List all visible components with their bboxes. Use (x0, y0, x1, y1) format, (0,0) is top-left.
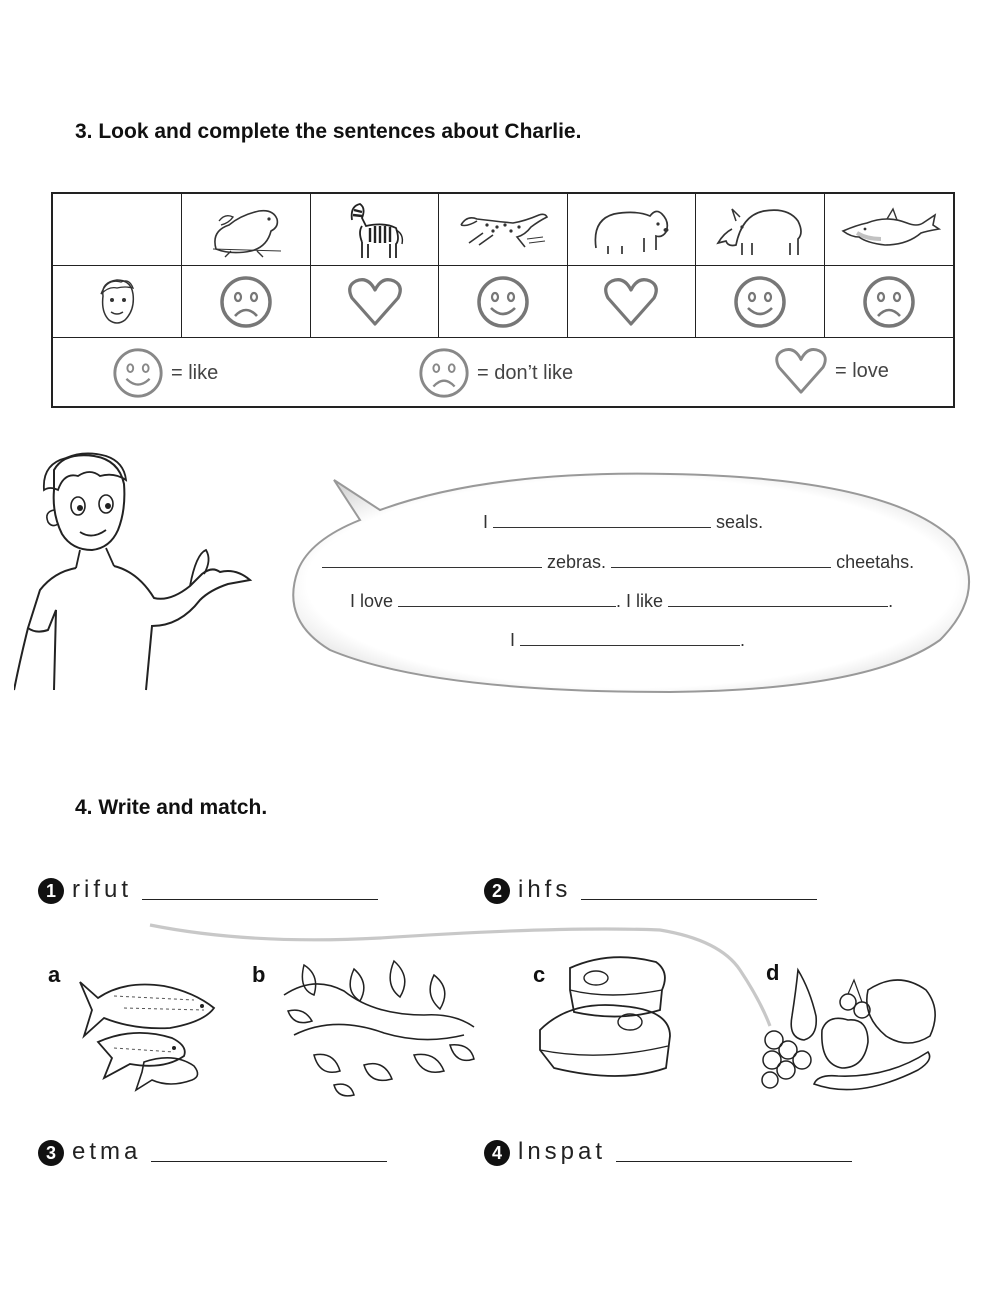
charlie-cell (53, 266, 183, 337)
number-badge: 3 (38, 1140, 64, 1166)
fish-picture[interactable] (74, 972, 234, 1092)
zebra-icon (350, 202, 403, 258)
picture-letter-c: c (533, 962, 546, 987)
word-3: 3 etma (38, 1138, 388, 1166)
section-3-heading: 3. Look and complete the sentences about… (75, 120, 582, 143)
number-badge: 2 (484, 878, 510, 904)
heart-icon (347, 277, 402, 326)
line1-end: seals. (716, 512, 764, 532)
bear-icon (595, 210, 669, 254)
answer-line-2[interactable] (581, 879, 818, 900)
heart-icon (604, 277, 659, 326)
legend-dont-like: = don’t like (417, 346, 573, 400)
rhino-icon (716, 207, 802, 255)
scrambled-word: lnspat (518, 1138, 607, 1165)
bubble-line-4: I . (510, 630, 745, 651)
seal-rating (182, 266, 311, 337)
dolphin-rating (825, 266, 953, 337)
bear-cell (568, 194, 697, 265)
scrambled-word: ihfs (518, 876, 572, 903)
answer-line-4[interactable] (616, 1141, 853, 1162)
line3-start: I love (350, 591, 394, 611)
bear-rating (568, 266, 697, 337)
smile-face-icon (734, 275, 786, 328)
sad-face-icon (419, 348, 469, 398)
answer-blank-3[interactable] (611, 553, 832, 568)
answer-blank-2[interactable] (322, 553, 542, 568)
meat-picture[interactable] (530, 950, 690, 1090)
legend-love-label: = love (835, 359, 889, 382)
animals-row (53, 194, 953, 266)
word-4: 4 lnspat (484, 1138, 853, 1166)
answer-blank-1[interactable] (493, 513, 712, 528)
dolphin-cell (825, 194, 953, 265)
heart-icon (775, 348, 827, 394)
seal-icon (213, 209, 282, 257)
charlie-row (53, 266, 953, 338)
scrambled-word: rifut (72, 876, 133, 903)
answer-line-1[interactable] (142, 879, 379, 900)
seal-cell (182, 194, 311, 265)
answer-line-3[interactable] (151, 1141, 388, 1162)
word-2: 2 ihfs (484, 876, 818, 904)
scrambled-word: etma (72, 1138, 142, 1165)
smile-face-icon (477, 275, 529, 328)
legend-love: = love (773, 346, 889, 396)
line3-mid: . I like (616, 591, 664, 611)
cheetah-cell (439, 194, 568, 265)
picture-letter-b: b (252, 962, 266, 987)
legend-like-label: = like (171, 361, 219, 384)
sad-face-icon (220, 275, 272, 328)
plants-picture[interactable] (274, 955, 484, 1100)
word-1: 1 rifut (38, 876, 379, 904)
answer-blank-5[interactable] (668, 592, 889, 607)
zebra-rating (311, 266, 440, 337)
answer-blank-4[interactable] (398, 592, 617, 607)
cheetah-rating (439, 266, 568, 337)
line2-mid: zebras. (547, 552, 607, 572)
line2-end: cheetahs. (836, 552, 915, 572)
sad-face-icon (863, 275, 915, 328)
line3-end: . (888, 591, 894, 611)
bubble-line-2: zebras. cheetahs. (322, 552, 914, 573)
bubble-line-1: I seals. (483, 512, 763, 533)
rhino-rating (696, 266, 825, 337)
picture-letter-a: a (48, 962, 61, 987)
section-4-heading: 4. Write and match. (75, 796, 268, 819)
line4-start: I (510, 630, 516, 650)
smile-face-icon (113, 348, 163, 398)
line1-start: I (483, 512, 489, 532)
dolphin-icon (841, 206, 941, 246)
number-badge: 4 (484, 1140, 510, 1166)
answer-blank-6[interactable] (520, 631, 741, 646)
rhino-cell (696, 194, 825, 265)
legend-like: = like (111, 346, 218, 400)
line4-end: . (740, 630, 746, 650)
bubble-line-3: I love . I like . (350, 591, 893, 612)
fruit-picture[interactable] (758, 960, 948, 1110)
boy-face-icon (100, 278, 135, 324)
cheetah-icon (460, 213, 549, 247)
legend-dont-like-label: = don’t like (477, 361, 574, 384)
empty-cell (53, 194, 183, 265)
boy-illustration (14, 452, 253, 691)
picture-letter-d: d (766, 960, 780, 985)
zebra-cell (311, 194, 440, 265)
number-badge: 1 (38, 878, 64, 904)
preference-table: = like = don’t like = love (51, 192, 955, 408)
speech-bubble-shape (292, 472, 971, 694)
legend-row: = like = don’t like = love (53, 338, 953, 406)
